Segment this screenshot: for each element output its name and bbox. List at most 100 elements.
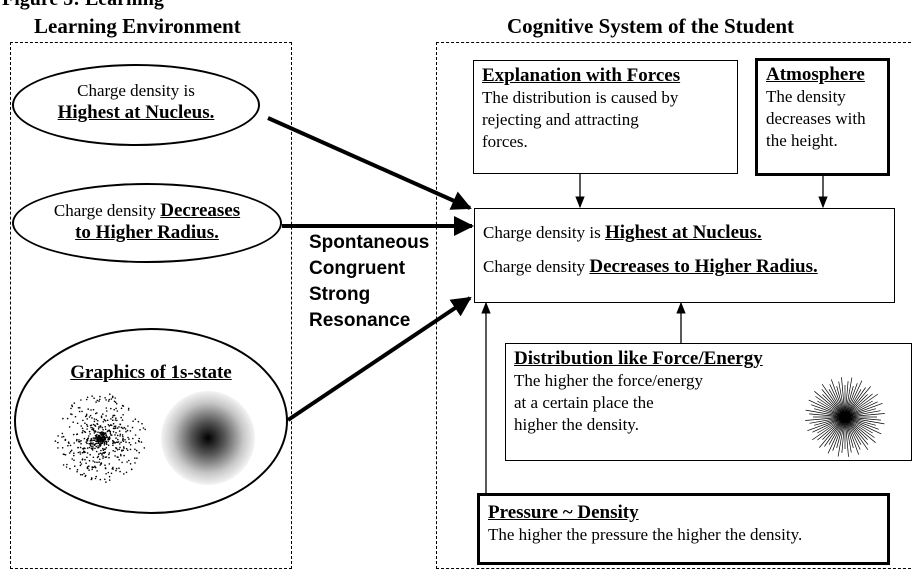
density-dot — [108, 456, 110, 459]
density-dot — [110, 418, 112, 420]
central-concept-box: Charge density is Highest at Nucleus. Ch… — [474, 208, 895, 303]
density-dot — [134, 418, 137, 420]
density-dot — [127, 407, 130, 410]
density-dot — [94, 424, 96, 426]
density-dot — [131, 426, 134, 429]
density-dot — [86, 447, 89, 449]
density-dot — [112, 444, 114, 447]
density-dot — [114, 427, 116, 430]
resonance-line-2: Congruent — [309, 258, 406, 279]
density-dot — [127, 436, 129, 439]
density-dot — [100, 442, 103, 445]
density-dot — [106, 419, 109, 422]
starburst-ray — [841, 377, 846, 418]
density-dot — [97, 447, 99, 449]
density-dot — [116, 456, 118, 458]
density-dot — [102, 447, 104, 450]
density-dot — [130, 468, 133, 470]
density-dot — [115, 403, 118, 405]
density-dot — [94, 430, 97, 432]
density-dot — [57, 441, 59, 444]
density-dot — [90, 445, 92, 448]
starburst-ray — [844, 416, 849, 457]
density-dot — [127, 409, 130, 411]
density-dot — [111, 416, 114, 419]
density-dot — [115, 467, 118, 470]
density-dot — [85, 462, 87, 464]
density-dot — [113, 440, 115, 443]
density-dot — [92, 423, 95, 426]
starburst-ray — [844, 413, 885, 418]
density-dot — [64, 454, 67, 456]
density-dot — [118, 430, 121, 432]
density-dot — [105, 415, 107, 417]
density-dot — [57, 435, 59, 437]
density-dot — [66, 463, 68, 466]
density-dot — [104, 464, 106, 466]
density-dot — [123, 447, 125, 449]
density-dot — [90, 439, 92, 441]
density-dot — [61, 436, 63, 438]
density-dot — [86, 428, 88, 430]
starburst-ray — [807, 416, 846, 432]
density-dot — [144, 428, 146, 431]
density-dot — [90, 437, 93, 440]
density-dot — [114, 434, 116, 436]
density-dot — [119, 423, 122, 426]
density-dot — [123, 473, 125, 475]
pressure-title: Pressure ~ Density — [488, 502, 639, 523]
density-dot — [104, 432, 107, 434]
density-dot — [71, 405, 74, 408]
figure-caption-partial: Figure 5: Learning — [2, 0, 164, 11]
starburst-ray — [844, 416, 852, 453]
density-dot — [96, 470, 98, 472]
density-dot — [91, 428, 93, 431]
density-dot — [122, 435, 124, 438]
density-dot — [81, 410, 83, 413]
starburst-ray — [827, 416, 846, 454]
starburst-ray — [844, 393, 879, 418]
density-dot — [99, 452, 102, 455]
density-dot — [97, 434, 100, 437]
starburst-ray — [805, 416, 846, 421]
resonance-label: Spontaneous Congruent Strong Resonance — [309, 230, 429, 334]
density-dot — [106, 430, 109, 433]
density-dot — [112, 395, 114, 398]
density-dot — [105, 440, 108, 443]
density-dot — [72, 433, 75, 436]
forces-line-1: The distribution is caused by — [482, 88, 679, 107]
resonance-line-1: Spontaneous — [309, 232, 430, 253]
density-dot — [94, 434, 97, 437]
density-dot — [132, 420, 134, 422]
density-dot — [70, 449, 73, 452]
density-dot — [90, 426, 92, 429]
density-dot — [83, 430, 86, 433]
density-dot — [96, 433, 98, 436]
density-dot — [73, 402, 76, 404]
density-dot — [120, 426, 123, 429]
density-dot — [120, 441, 122, 444]
starburst-ray — [821, 383, 846, 418]
density-dot — [71, 458, 73, 460]
density-dot — [118, 426, 120, 428]
density-dot — [91, 417, 93, 419]
density-dot — [74, 415, 77, 418]
central-line1-highlight: Highest at Nucleus. — [604, 222, 762, 243]
density-dot — [92, 460, 94, 462]
density-dot — [86, 466, 89, 468]
starburst-ray — [808, 399, 846, 418]
density-dot — [114, 455, 116, 457]
density-dot — [125, 471, 128, 474]
density-dot — [73, 454, 75, 457]
density-dot — [128, 459, 130, 462]
density-dot — [102, 449, 105, 451]
density-dot — [105, 407, 108, 409]
density-dot — [62, 417, 64, 420]
density-dot — [90, 447, 93, 450]
density-dot — [98, 400, 100, 402]
density-dot — [108, 398, 111, 401]
density-dot — [99, 395, 101, 398]
starburst-icon — [805, 377, 885, 457]
density-dot — [88, 442, 90, 445]
density-dot — [117, 441, 120, 443]
